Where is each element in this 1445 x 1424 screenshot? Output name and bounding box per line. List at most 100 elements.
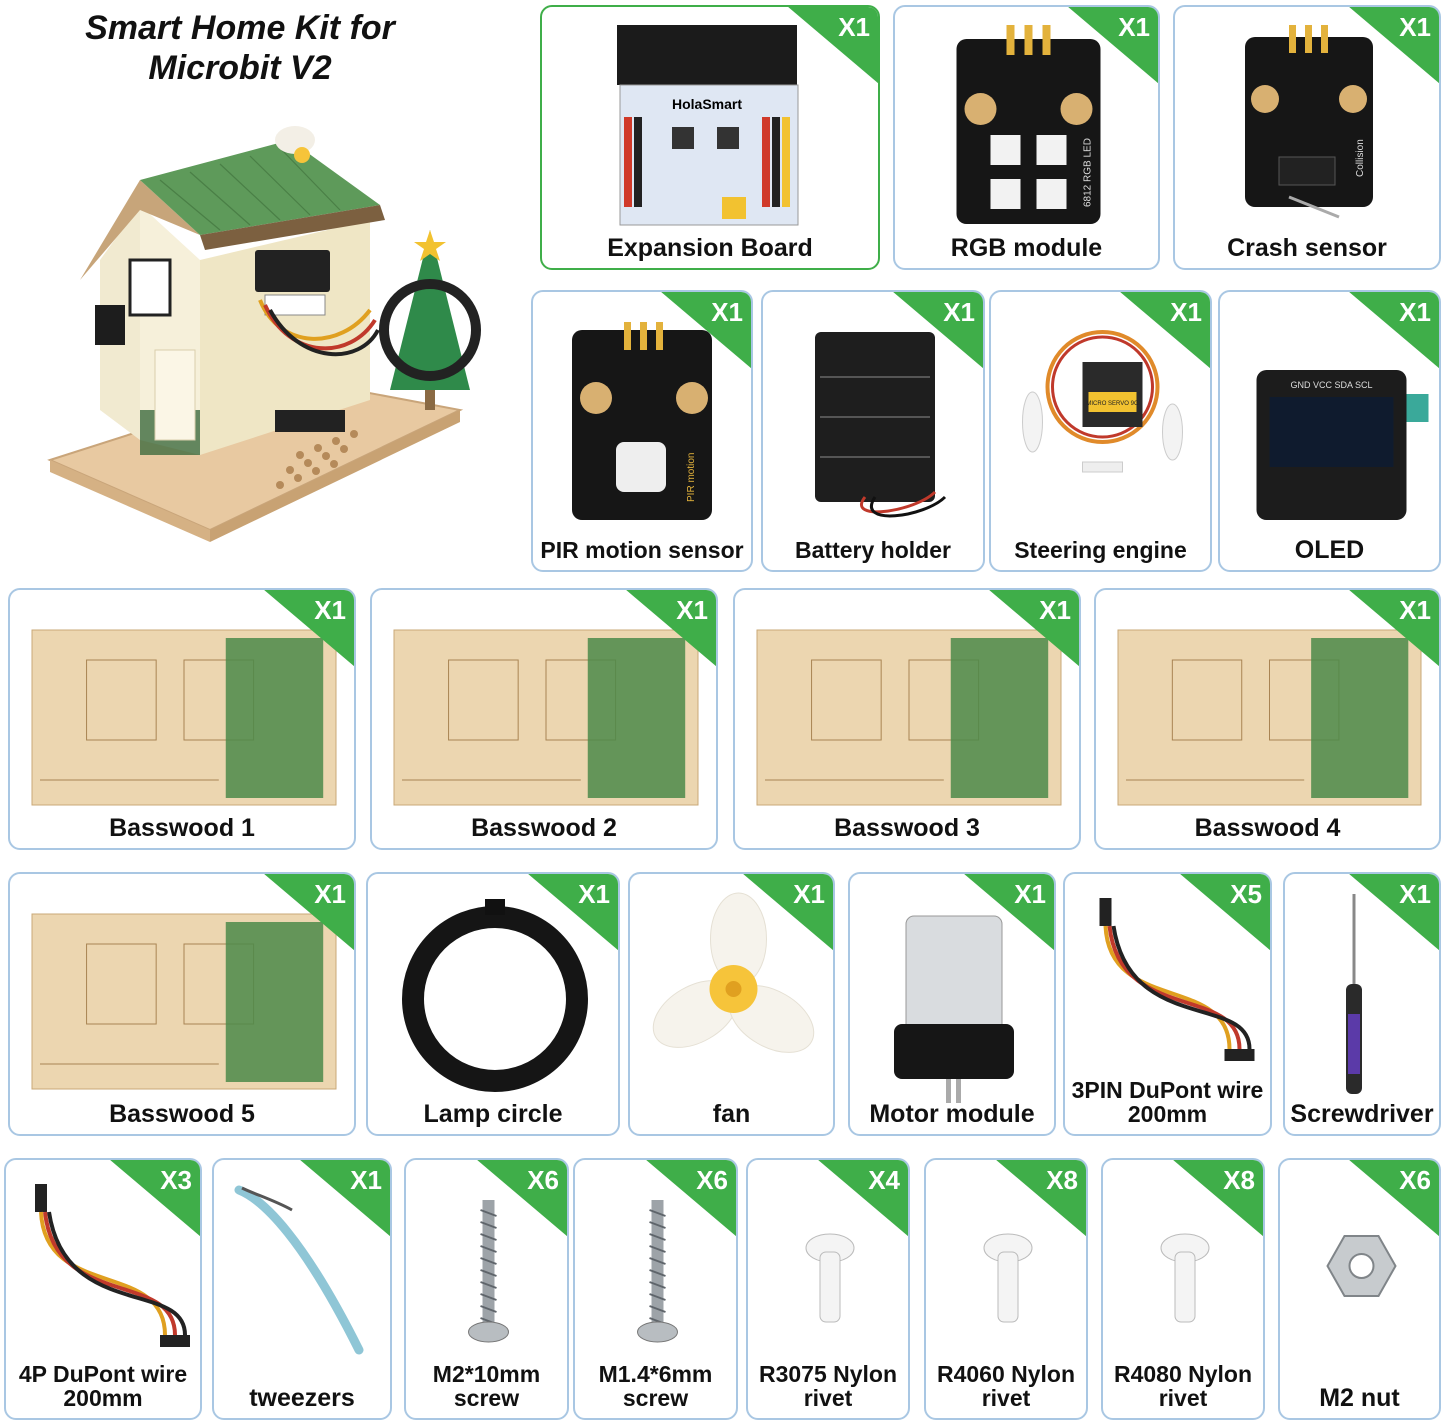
item-name-label: R4060 Nylon rivet	[936, 1361, 1076, 1411]
motor-module-icon	[850, 874, 1054, 1134]
item-name-label: fan	[712, 1100, 751, 1128]
item-name-label: Basswood 3	[834, 814, 980, 842]
item-name-label: Basswood 2	[471, 814, 617, 842]
item-name-label: R4080 Nylon rivet	[1113, 1361, 1253, 1411]
item-name-label: M2 nut	[1319, 1384, 1400, 1412]
basswood-panel-icon	[372, 590, 716, 848]
quantity-label: X1	[711, 297, 743, 327]
battery-holder-icon	[763, 292, 983, 570]
svg-text:6812 RGB LED: 6812 RGB LED	[1083, 138, 1094, 207]
quantity-label: X8	[1046, 1165, 1078, 1195]
item-name-label: Battery holder	[795, 537, 951, 563]
nylon-rivet-icon	[748, 1160, 908, 1418]
item-name-label: Crash sensor	[1227, 234, 1387, 262]
quantity-label: X6	[1399, 1165, 1431, 1195]
item-name-label: OLED	[1294, 536, 1365, 564]
item-name-label: Motor module	[869, 1100, 1035, 1128]
nylon-rivet-icon	[926, 1160, 1086, 1418]
quantity-label: X1	[676, 595, 708, 625]
quantity-label: X1	[350, 1165, 382, 1195]
kit-item-card: X3 4P DuPont wire 200mm	[4, 1158, 202, 1420]
kit-item-card: X5 3PIN DuPont wire 200mm	[1063, 872, 1272, 1136]
screw-icon	[575, 1160, 736, 1418]
quantity-label: X6	[696, 1165, 728, 1195]
item-name-label: PIR motion sensor	[540, 537, 744, 563]
kit-item-card: X1 fan	[628, 872, 835, 1136]
item-name-label: M2*10mm screw	[432, 1361, 541, 1411]
quantity-label: X4	[868, 1165, 900, 1195]
quantity-label: X1	[578, 879, 610, 909]
crash-sensor-icon: Collision	[1175, 7, 1439, 268]
kit-title-line1: Smart Home Kit for	[85, 9, 395, 47]
dupont-wire-icon	[6, 1160, 200, 1418]
quantity-label: X1	[1399, 879, 1431, 909]
kit-item-card: X1 tweezers	[212, 1158, 392, 1420]
basswood-panel-icon	[1096, 590, 1439, 848]
quantity-label: X1	[1399, 297, 1431, 327]
item-name-label: R3075 Nylon rivet	[758, 1361, 898, 1411]
item-name-label: Expansion Board	[607, 234, 813, 262]
basswood-panel-icon	[10, 874, 354, 1134]
quantity-label: X1	[1014, 879, 1046, 909]
oled-icon: GND VCC SDA SCL	[1220, 292, 1439, 570]
item-name-label: Steering engine	[1014, 537, 1187, 563]
item-name-label: 3PIN DuPont wire 200mm	[1071, 1077, 1264, 1127]
quantity-label: X5	[1230, 879, 1262, 909]
lamp-circle-icon	[368, 874, 618, 1134]
item-name-label: Basswood 5	[109, 1100, 255, 1128]
nylon-rivet-icon	[1103, 1160, 1263, 1418]
quantity-label: X1	[1118, 12, 1150, 42]
servo-icon: MICRO SERVO 9G	[991, 292, 1210, 570]
quantity-label: X6	[527, 1165, 559, 1195]
smart-home-house-illustration	[40, 110, 510, 570]
item-name-label: Lamp circle	[423, 1100, 563, 1128]
kit-item-card: X6 M2 nut	[1278, 1158, 1441, 1420]
kit-title-line2: Microbit V2	[148, 49, 332, 87]
tweezers-icon	[214, 1160, 390, 1418]
quantity-label: X1	[1399, 595, 1431, 625]
item-name-label: Basswood 4	[1194, 814, 1341, 842]
quantity-label: X8	[1223, 1165, 1255, 1195]
screw-icon	[406, 1160, 567, 1418]
quantity-label: X3	[160, 1165, 192, 1195]
quantity-label: X1	[314, 879, 346, 909]
quantity-label: X1	[793, 879, 825, 909]
basswood-panel-icon	[735, 590, 1079, 848]
item-name-label: M1.4*6mm screw	[598, 1361, 713, 1411]
dupont-wire-icon	[1065, 874, 1270, 1134]
kit-title: Smart Home Kit for Microbit V2	[20, 8, 460, 88]
item-name-label: RGB module	[950, 234, 1103, 262]
item-name-label: 4P DuPont wire 200mm	[18, 1361, 188, 1411]
svg-text:PIR motion: PIR motion	[686, 453, 697, 502]
item-name-label: tweezers	[249, 1384, 355, 1412]
quantity-label: X1	[1170, 297, 1202, 327]
quantity-label: X1	[1039, 595, 1071, 625]
fan-icon	[630, 874, 833, 1134]
svg-text:GND VCC SDA SCL: GND VCC SDA SCL	[1290, 380, 1372, 390]
item-name-label: Screwdriver	[1290, 1100, 1434, 1128]
quantity-label: X1	[314, 595, 346, 625]
basswood-panel-icon	[10, 590, 354, 848]
screwdriver-icon	[1285, 874, 1439, 1134]
rgb-module-icon: 6812 RGB LED	[895, 7, 1158, 268]
